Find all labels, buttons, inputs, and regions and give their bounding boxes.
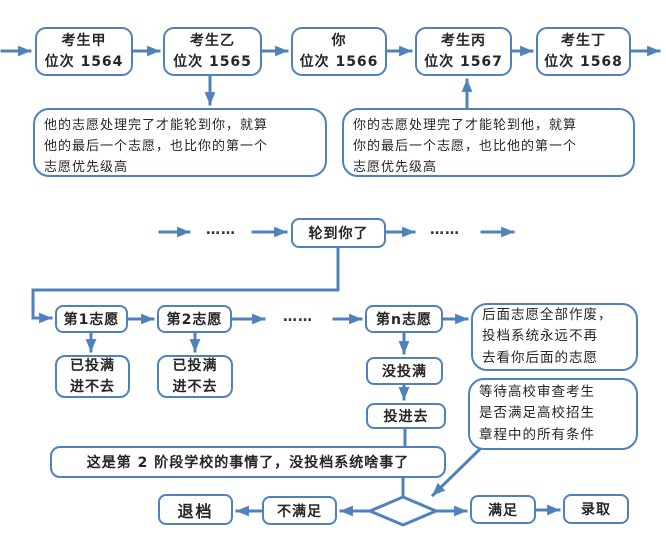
node-candidate-d: 考生丁 位次 1568 [536, 27, 631, 76]
candidate-name: 考生丙 [441, 33, 486, 50]
candidate-rank: 位次 1566 [299, 53, 379, 70]
candidate-rank: 位次 1565 [173, 53, 252, 70]
ellipsis-choices: …… [283, 309, 313, 325]
note-later-choices-void: 后面志愿全部作废， 投档系统永远不再 去看你后面的志愿 [471, 303, 638, 371]
node-full-1: 已投满 进不去 [55, 355, 130, 398]
note-his-priority: 他的志愿处理完了才能轮到你，就算 他的最后一个志愿，也比你的第一个 志愿优先级高 [33, 108, 327, 177]
candidate-name: 考生甲 [61, 33, 107, 50]
node-candidate-b: 考生乙 位次 1565 [163, 27, 262, 76]
node-not-satisfied: 不满足 [262, 496, 337, 525]
note-college-review: 等待高校审查考生 是否满足高校招生 章程中的所有条件 [468, 378, 638, 450]
node-candidate-a: 考生甲 位次 1564 [35, 27, 133, 76]
node-not-full: 没投满 [366, 357, 443, 385]
candidate-rank: 位次 1567 [424, 53, 503, 70]
decision-diamond [368, 495, 438, 527]
note-stage2: 这是第 2 阶段学校的事情了，没投档系统啥事了 [50, 446, 446, 478]
node-choice-n: 第n志愿 [365, 305, 443, 333]
candidate-name: 你 [331, 33, 347, 50]
node-go-in: 投进去 [366, 403, 446, 429]
node-choice-1: 第1志愿 [55, 305, 128, 333]
node-candidate-you: 你 位次 1566 [291, 27, 387, 76]
arrow-review-to-diamond [430, 447, 482, 498]
connector-turn-to-choice1 [31, 246, 340, 324]
note-your-priority: 你的志愿处理完了才能轮到他，就算 你的最后一个志愿，也比他的第一个 志愿优先级高 [342, 108, 635, 177]
node-full-2: 已投满 进不去 [157, 355, 233, 398]
candidate-name: 考生丁 [561, 33, 606, 50]
node-withdraw: 退档 [158, 494, 233, 525]
candidate-name: 考生乙 [190, 33, 235, 50]
node-admit: 录取 [563, 494, 629, 524]
ellipsis-right: …… [430, 222, 460, 238]
ellipsis-left: …… [206, 222, 236, 238]
candidate-rank: 位次 1568 [544, 53, 623, 70]
node-candidate-c: 考生丙 位次 1567 [415, 27, 512, 76]
node-satisfied: 满足 [470, 495, 536, 524]
node-your-turn: 轮到你了 [291, 218, 386, 248]
candidate-rank: 位次 1564 [44, 53, 124, 70]
node-choice-2: 第2志愿 [157, 305, 232, 333]
